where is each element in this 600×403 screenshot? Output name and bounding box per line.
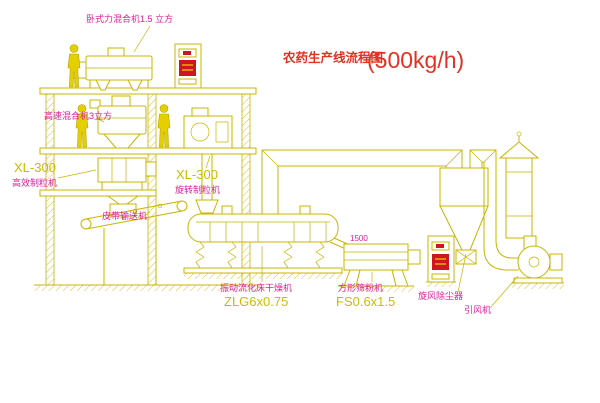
high-speed-mixer <box>89 95 147 149</box>
label-sifter-name: 方形筛粉机 <box>338 282 383 293</box>
label-rotary-granulator-model: XL-300 <box>176 167 218 182</box>
label-fan: 引风机 <box>464 304 491 315</box>
label-dryer-name: 振动流化床干燥机 <box>220 282 292 293</box>
label-horizontal-mixer: 卧式力混合机1.5 立方 <box>86 13 173 24</box>
label-rotary-granulator-name: 旋转制粒机 <box>175 184 220 195</box>
floor2-slab <box>39 147 257 155</box>
main-exhaust-duct <box>261 149 463 214</box>
control-cabinet-2 <box>426 235 456 283</box>
diagram-title-capacity: (500kg/h) <box>367 47 464 73</box>
induced-draft-fan <box>512 235 564 289</box>
label-pellet-mill-name: 高效制粒机 <box>12 177 57 188</box>
label-high-speed-mixer: 高速混合机3立方 <box>44 110 112 121</box>
roof-slab <box>39 87 257 95</box>
building-structure <box>34 87 264 291</box>
dryer-base <box>183 267 343 274</box>
exhaust-stack <box>498 131 540 239</box>
cyclone-separator <box>439 167 489 265</box>
label-pellet-mill-model: XL-300 <box>14 160 56 175</box>
cyclone-exhaust-pipe <box>469 149 519 271</box>
label-belt-conveyor: 皮带输送机 <box>102 210 147 221</box>
square-sifter <box>338 243 421 292</box>
leader-lines <box>57 25 519 309</box>
fan-base <box>513 277 563 284</box>
column-right <box>241 93 251 286</box>
label-dryer-model: ZLG6x0.75 <box>224 294 288 309</box>
control-cabinet-1 <box>174 43 202 89</box>
rotary-granulator <box>183 107 233 214</box>
label-cyclone: 旋风除尘器 <box>418 290 463 301</box>
diagram-title: 农药生产线流程图 <box>282 50 383 65</box>
fluid-bed-dryer <box>183 205 343 279</box>
spring-supports <box>195 241 325 269</box>
floor3-slab <box>39 189 157 197</box>
label-sifter-model: FS0.6x1.5 <box>336 294 395 309</box>
label-sifter-dimension: 1500 <box>350 234 368 243</box>
belt-conveyor <box>80 200 188 285</box>
fan-motor <box>549 253 563 271</box>
ground-hatch <box>34 285 264 291</box>
